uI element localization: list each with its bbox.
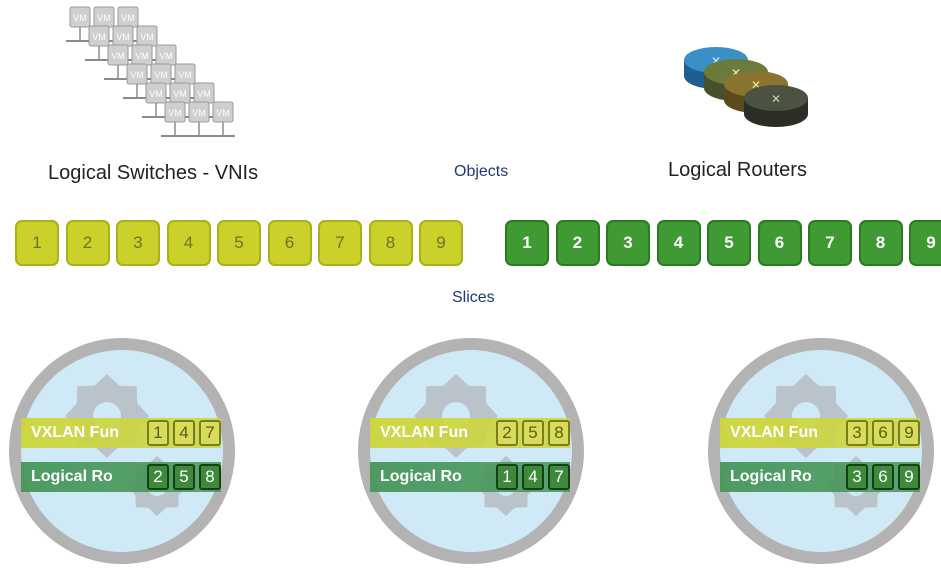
svg-text:✕: ✕ [731,66,741,80]
router-slice-8: 8 [858,220,903,266]
router-slice-chip: 2 [147,464,169,490]
switch-slice-2: 2 [65,220,110,266]
vxlan-slice-chip: 2 [496,420,518,446]
vm-label: VM [197,89,211,99]
vm-label: VM [73,13,87,23]
vxlan-slice-chip: 4 [173,420,195,446]
router-slice-9: 9 [909,220,941,266]
router-slice-chip: 4 [522,464,544,490]
vxlan-slice-chip: 9 [898,420,920,446]
vm-label: VM [140,32,154,42]
router-slice-2: 2 [555,220,600,266]
switch-slice-6: 6 [267,220,312,266]
router-slice-chip: 8 [199,464,221,490]
vm-label: VM [92,32,106,42]
switch-slice-9: 9 [419,220,463,266]
logical-switches-title: Logical Switches - VNIs [48,162,259,184]
vm-label: VM [192,108,206,118]
router-slice-chip: 6 [872,464,894,490]
vm-label: VM [159,51,173,61]
switch-slice-7: 7 [318,220,362,266]
vm-label: VM [178,70,192,80]
vxlan-slice-chip: 6 [872,420,894,446]
router-slice-7: 7 [808,220,852,266]
vm-label: VM [216,108,230,118]
node-circle [9,338,235,564]
switch-slice-1: 1 [15,220,59,266]
switch-slice-8: 8 [368,220,413,266]
router-slice-chip: 3 [846,464,868,490]
vm-label: VM [149,89,163,99]
router-stack-icon: ✕ ✕ ✕ ✕ [684,47,808,127]
router-slice-4: 4 [656,220,701,266]
router-slice-chip: 1 [496,464,518,490]
switch-slice-3: 3 [116,220,160,266]
router-slice-chip: 9 [898,464,920,490]
router-slice-6: 6 [757,220,802,266]
vm-label: VM [154,70,168,80]
vm-label: VM [111,51,125,61]
vm-label: VM [116,32,130,42]
router-slice-chip: 7 [548,464,570,490]
router-slice-3: 3 [606,220,650,266]
vm-label: VM [135,51,149,61]
logical-routers-title: Logical Routers [668,159,807,181]
node-circle [708,338,934,564]
vm-label: VM [130,70,144,80]
slices-caption: Slices [452,289,495,306]
node-circle [358,338,584,564]
switch-slice-5: 5 [217,220,261,266]
vxlan-slice-chip: 3 [846,420,868,446]
vxlan-slice-chip: 8 [548,420,570,446]
svg-text:✕: ✕ [711,54,721,68]
vxlan-slice-chip: 7 [199,420,221,446]
svg-text:✕: ✕ [751,78,761,92]
router-slice-1: 1 [505,220,549,266]
vxlan-slice-chip: 1 [147,420,169,446]
router-slice-chip: 5 [173,464,195,490]
vm-stack-icon: VM VM VM VM VM VM VM VM VM VM VM VM VM VM VM VM VM VM [66,6,235,137]
switch-slice-4: 4 [166,220,211,266]
vm-label: VM [168,108,182,118]
objects-caption: Objects [454,163,509,180]
vm-label: VM [121,13,135,23]
vxlan-slice-chip: 5 [522,420,544,446]
vm-label: VM [97,13,111,23]
vm-label: VM [173,89,187,99]
svg-text:✕: ✕ [771,92,781,106]
router-slice-5: 5 [707,220,751,266]
